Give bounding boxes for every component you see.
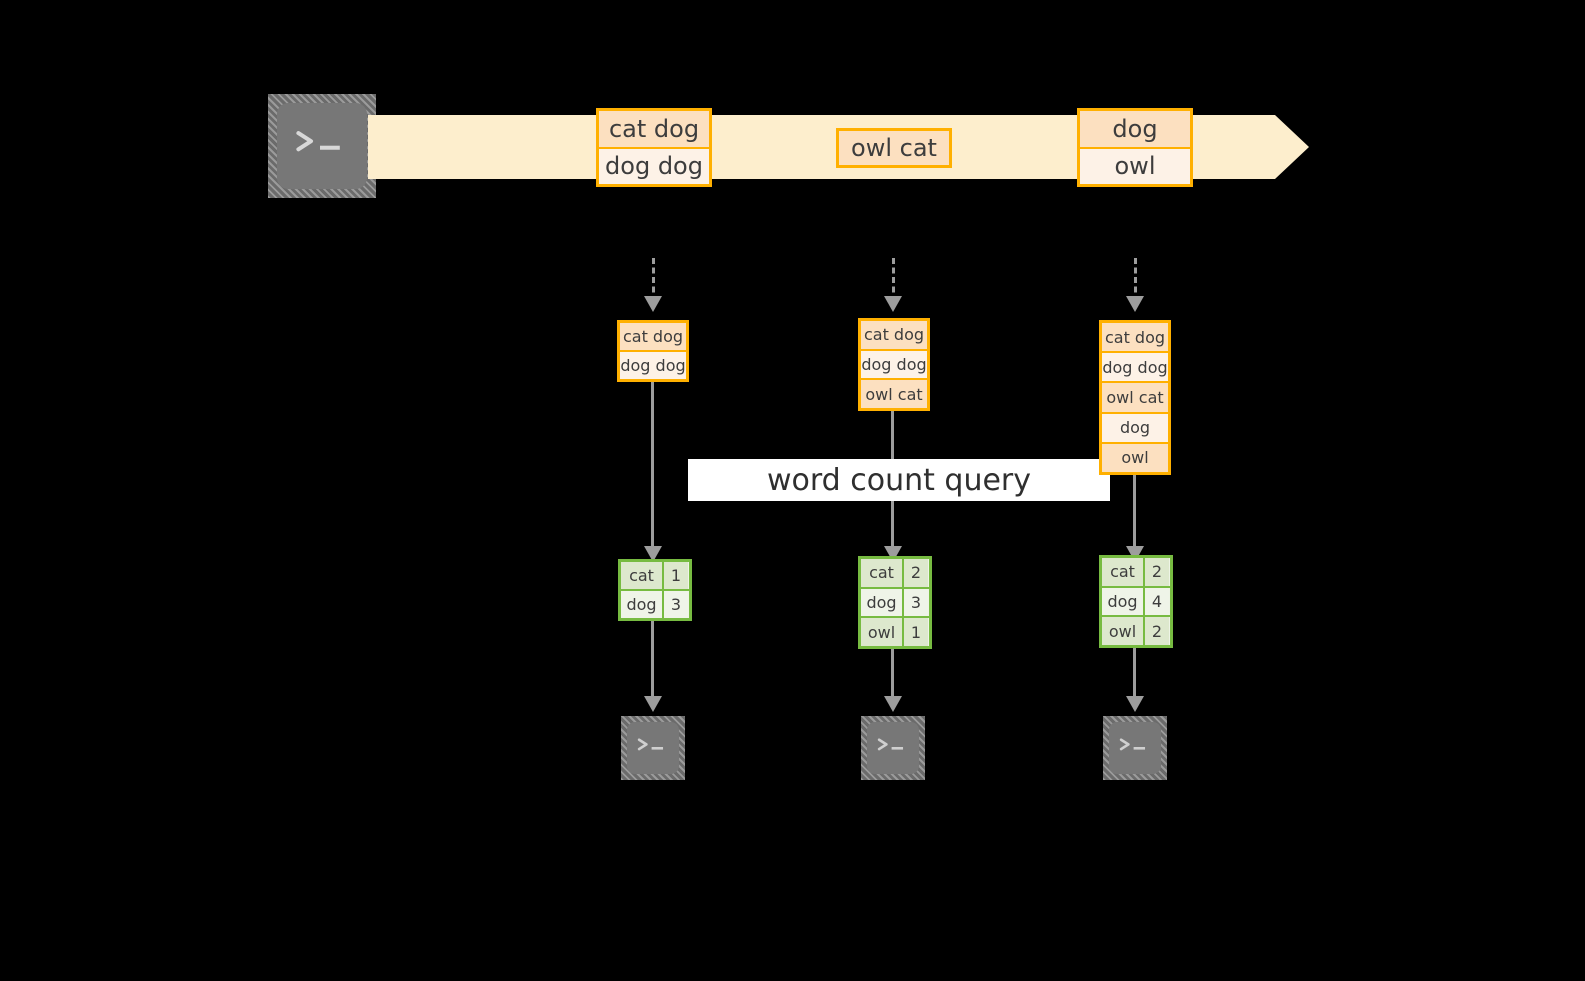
snapshot-2[interactable]: cat dog dog dog owl cat	[858, 318, 930, 411]
record-line: cat dog	[861, 321, 927, 349]
cell-word: owl	[861, 618, 902, 647]
stream-timeline-arrowhead	[1275, 115, 1309, 179]
cell-word: cat	[621, 562, 662, 589]
terminal-body	[867, 722, 919, 774]
cell-count: 1	[902, 618, 928, 647]
record-line: dog dog	[1102, 351, 1168, 382]
record-line: owl cat	[861, 378, 927, 409]
cell-word: owl	[1102, 617, 1143, 646]
table-row: cat 1	[621, 562, 689, 589]
record-line: owl	[1080, 146, 1190, 184]
table-row: dog 3	[861, 586, 929, 617]
snapshot-3[interactable]: cat dog dog dog owl cat dog owl	[1099, 320, 1171, 475]
record-line: dog	[1080, 111, 1190, 147]
snapshot-1[interactable]: cat dog dog dog	[617, 320, 689, 382]
terminal-body	[1109, 722, 1161, 774]
record-line: owl cat	[1102, 381, 1168, 412]
record-line: cat dog	[599, 111, 709, 147]
arrowhead-icon	[644, 546, 662, 562]
cell-word: cat	[861, 559, 902, 587]
result-table-2[interactable]: cat 2 dog 3 owl 1	[858, 556, 932, 649]
query-label: word count query	[688, 459, 1110, 501]
record-line: cat dog	[620, 323, 686, 350]
terminal-body	[277, 103, 367, 189]
record-line: dog dog	[599, 146, 709, 184]
cell-count: 1	[662, 562, 688, 589]
table-row: owl 2	[1102, 615, 1170, 646]
arrowhead-icon	[644, 696, 662, 712]
result-table-3[interactable]: cat 2 dog 4 owl 2	[1099, 555, 1173, 648]
table-row: cat 2	[1102, 558, 1170, 586]
cell-word: cat	[1102, 558, 1143, 586]
terminal-icon[interactable]	[268, 94, 376, 198]
stream-event-1[interactable]: cat dog dog dog	[596, 108, 712, 187]
stream-to-snapshot-connector	[892, 258, 895, 302]
snapshot-to-result-connector	[651, 382, 654, 554]
terminal-icon[interactable]	[621, 716, 685, 780]
result-to-sink-connector	[651, 621, 654, 701]
stream-to-snapshot-connector	[652, 258, 655, 302]
record-line: owl cat	[839, 131, 949, 165]
cell-count: 3	[662, 591, 688, 618]
snapshot-to-result-connector	[1133, 475, 1136, 554]
stream-to-snapshot-connector	[1134, 258, 1137, 302]
cell-count: 2	[1143, 558, 1169, 586]
prompt-glyph-icon	[1120, 738, 1146, 751]
terminal-body	[627, 722, 679, 774]
record-line: cat dog	[1102, 323, 1168, 352]
record-line: owl	[1102, 441, 1168, 473]
record-line: dog dog	[861, 348, 927, 379]
cell-word: dog	[621, 591, 662, 618]
record-line: dog	[1102, 411, 1168, 442]
arrowhead-icon	[1126, 296, 1144, 312]
arrowhead-icon	[644, 296, 662, 312]
arrowhead-icon	[884, 296, 902, 312]
prompt-glyph-icon	[296, 130, 340, 151]
table-row: dog 4	[1102, 585, 1170, 616]
cell-count: 3	[902, 588, 928, 617]
result-to-sink-connector	[891, 649, 894, 701]
terminal-icon[interactable]	[1103, 716, 1167, 780]
stream-event-3[interactable]: dog owl	[1077, 108, 1193, 187]
cell-word: dog	[861, 588, 902, 617]
cell-count: 2	[902, 559, 928, 587]
arrowhead-icon	[1126, 696, 1144, 712]
cell-count: 4	[1143, 587, 1169, 616]
cell-word: dog	[1102, 587, 1143, 616]
result-to-sink-connector	[1133, 648, 1136, 701]
terminal-icon[interactable]	[861, 716, 925, 780]
query-label-text: word count query	[766, 462, 1032, 498]
result-table-1[interactable]: cat 1 dog 3	[618, 559, 692, 621]
table-row: cat 2	[861, 559, 929, 587]
arrowhead-icon	[884, 696, 902, 712]
cell-count: 2	[1143, 617, 1169, 646]
prompt-glyph-icon	[638, 738, 664, 751]
table-row: dog 3	[621, 589, 689, 618]
prompt-glyph-icon	[878, 738, 904, 751]
record-line: dog dog	[620, 350, 686, 379]
table-row: owl 1	[861, 616, 929, 647]
stream-event-2[interactable]: owl cat	[836, 128, 952, 168]
